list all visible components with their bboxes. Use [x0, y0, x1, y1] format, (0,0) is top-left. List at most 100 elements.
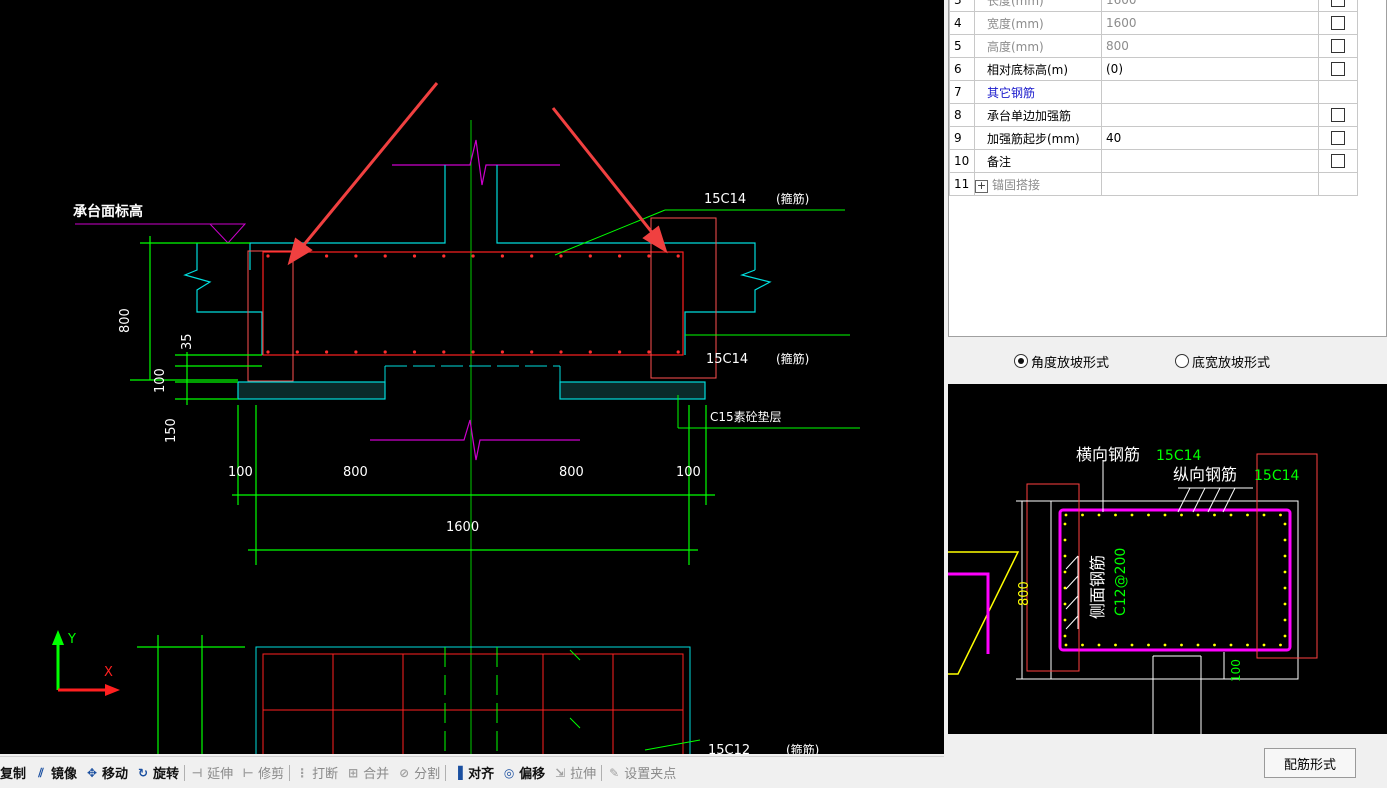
- radio-angle-dot[interactable]: [1014, 354, 1028, 368]
- property-row[interactable]: 11+锚固搭接: [949, 172, 1358, 196]
- dim-1600: 1600: [446, 520, 479, 535]
- property-value[interactable]: 40: [1101, 126, 1319, 150]
- toolbar-offset-button[interactable]: ◎偏移: [498, 761, 549, 785]
- dim-150: 150: [164, 418, 179, 443]
- property-name-text: 高度(mm): [987, 39, 1044, 54]
- preview-dim-800: 800: [1017, 581, 1032, 606]
- vertical-dimensions: [130, 236, 262, 405]
- highlight-box-right: [650, 217, 717, 379]
- slope-options: 角度放坡形式 底宽放坡形式: [948, 340, 1385, 382]
- toolbar-label: 旋转: [153, 767, 180, 782]
- property-name-text: 长度(mm): [987, 0, 1044, 8]
- expand-icon[interactable]: +: [975, 178, 988, 193]
- rebar-mid-note: (箍筋): [776, 351, 809, 366]
- toolbar-move-button[interactable]: ✥移动: [81, 761, 132, 785]
- toolbar-split-button[interactable]: ⊘分割: [393, 761, 444, 785]
- cushion-label: C15素砼垫层: [710, 409, 782, 424]
- toolbar-break-button[interactable]: ⋮打断: [291, 761, 342, 785]
- align-icon: ▐: [453, 765, 463, 780]
- preview-longitudinal-spec: 15C14: [1254, 468, 1299, 484]
- toolbar-label: 打断: [312, 767, 339, 782]
- radio-bottom-width-label: 底宽放坡形式: [1192, 355, 1271, 371]
- rotate-icon: ↻: [138, 765, 149, 780]
- preview-rebar-loop: [1058, 508, 1292, 652]
- property-checkbox-cell: [1318, 172, 1358, 196]
- toolbar-label: 延伸: [207, 767, 234, 782]
- property-name-text: 其它钢筋: [987, 85, 1036, 100]
- property-checkbox-cell: [1318, 57, 1358, 81]
- toolbar-mirror-button[interactable]: ⫽镜像: [30, 761, 81, 785]
- toolbar-grip-button[interactable]: ✎设置夹点: [603, 761, 680, 785]
- radio-angle-slope[interactable]: 角度放坡形式: [1014, 352, 1109, 371]
- toolbar-extend-button[interactable]: ⊣ 延伸: [186, 761, 237, 785]
- toolbar-trim-button[interactable]: ⊢修剪: [237, 761, 288, 785]
- property-checkbox[interactable]: [1331, 154, 1345, 169]
- move-icon: ✥: [87, 765, 98, 780]
- cad-canvas[interactable]: Y X 承台面标高 800 35 100 150 100 800 800 100…: [0, 0, 944, 754]
- property-checkbox[interactable]: [1331, 0, 1345, 8]
- property-checkbox[interactable]: [1331, 16, 1345, 31]
- property-checkbox-cell: [1318, 0, 1358, 12]
- property-value[interactable]: [1101, 172, 1319, 196]
- property-checkbox[interactable]: [1331, 108, 1345, 123]
- radio-bottom-width-dot[interactable]: [1175, 354, 1190, 368]
- property-name-text: 宽度(mm): [987, 16, 1044, 31]
- property-row-number: 6: [949, 57, 975, 81]
- property-checkbox-cell: [1318, 126, 1358, 150]
- radio-bottom-width-slope[interactable]: 底宽放坡形式: [1175, 352, 1270, 371]
- cushion-right: [559, 381, 706, 400]
- property-checkbox-cell: [1318, 34, 1358, 58]
- property-value[interactable]: [1101, 103, 1319, 127]
- property-checkbox[interactable]: [1331, 131, 1345, 146]
- toolbar-label: 偏移: [519, 767, 546, 782]
- toolbar-stretch-button[interactable]: ⇲ 拉伸: [549, 761, 600, 785]
- toolbar-label: 修剪: [258, 767, 285, 782]
- toolbar-copy-button[interactable]: ⧉复制: [0, 761, 30, 785]
- stretch-icon: ⇲: [555, 765, 566, 780]
- property-value[interactable]: 1600: [1101, 0, 1319, 12]
- property-value[interactable]: [1101, 149, 1319, 173]
- dim-35: 35: [180, 333, 195, 350]
- column-outline: [249, 165, 756, 270]
- property-value[interactable]: (0): [1101, 57, 1319, 81]
- property-value[interactable]: [1101, 80, 1319, 104]
- dim-800-left: 800: [343, 465, 368, 480]
- horizontal-dimensions: [232, 405, 715, 565]
- property-value[interactable]: 1600: [1101, 11, 1319, 35]
- property-checkbox[interactable]: [1331, 39, 1345, 54]
- preview-pile: [1152, 655, 1202, 734]
- toolbar-merge-button[interactable]: ⊞合并: [342, 761, 393, 785]
- property-checkbox-cell: [1318, 149, 1358, 173]
- property-name-text: 备注: [987, 154, 1012, 169]
- extend-icon: ⊣: [191, 765, 203, 780]
- toolbar-align-button[interactable]: ▐ 对齐: [447, 761, 498, 785]
- toolbar-separator: [601, 764, 603, 781]
- dim-800-right: 800: [559, 465, 584, 480]
- property-name: 备注: [974, 149, 1102, 173]
- toolbar-label: 合并: [363, 767, 390, 782]
- toolbar-label: 对齐: [468, 767, 495, 782]
- property-name-text: 承台单边加强筋: [987, 108, 1072, 123]
- dim-100-right: 100: [676, 465, 701, 480]
- property-name: 长度(mm): [974, 0, 1102, 12]
- property-value[interactable]: 800: [1101, 34, 1319, 58]
- axis-y-label: Y: [67, 632, 76, 647]
- highlight-box-left: [247, 250, 294, 382]
- rebar-form-button[interactable]: 配筋形式: [1264, 748, 1356, 778]
- toolbar-rotate-button[interactable]: ↻ 旋转: [132, 761, 183, 785]
- dim-100-left: 100: [228, 465, 253, 480]
- property-checkbox[interactable]: [1331, 62, 1345, 77]
- rebar-dots: [266, 254, 680, 354]
- toolbar-label: 拉伸: [570, 767, 597, 782]
- property-row-number: 9: [949, 126, 975, 150]
- rebar-preview: 横向钢筋 15C14 纵向钢筋 15C14 侧面钢筋 C12@200 800 1…: [948, 384, 1387, 734]
- toolbar-separator: [445, 764, 447, 781]
